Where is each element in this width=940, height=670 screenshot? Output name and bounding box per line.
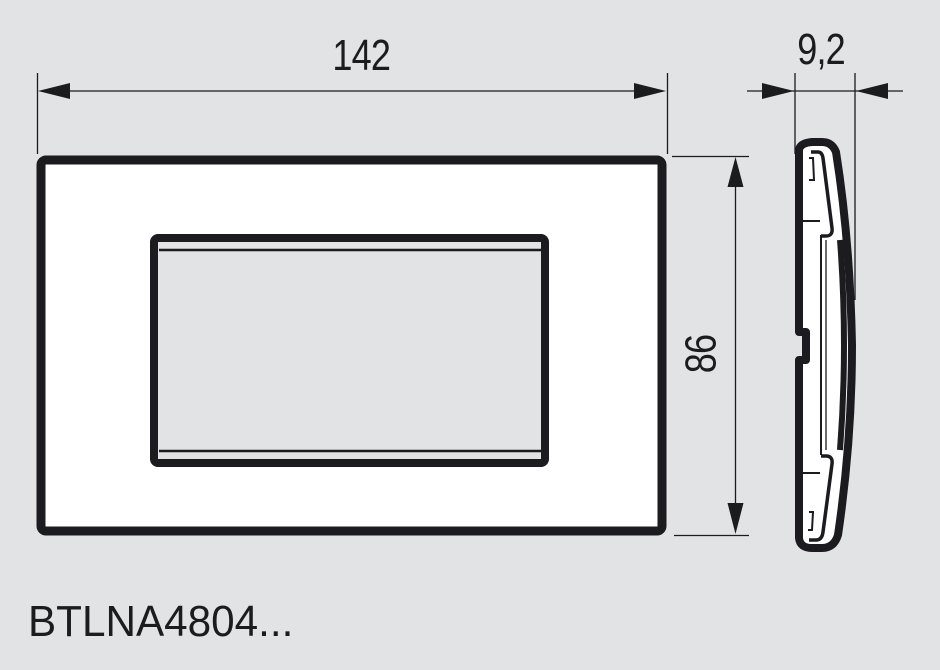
- arrow-down-icon: [727, 503, 744, 534]
- bottom-clip: [809, 454, 834, 542]
- height-dimension: [672, 155, 749, 537]
- arrow-left-icon: [38, 83, 70, 99]
- depth-dimension: [747, 73, 903, 300]
- width-dimension-label: 142: [332, 31, 391, 80]
- width-dimension: [36, 73, 669, 154]
- top-clip-inner: [809, 157, 816, 181]
- arrow-up-icon: [727, 157, 744, 187]
- side-view: [795, 138, 856, 552]
- front-view: [36, 155, 667, 536]
- arrow-left-icon: [856, 83, 888, 99]
- arrow-right-icon: [762, 83, 794, 99]
- plate-inner-opening: [150, 234, 549, 467]
- product-code: BTLNA4804...: [28, 597, 294, 646]
- bottom-clip-inner: [808, 511, 815, 531]
- top-clip: [811, 150, 834, 238]
- arrow-right-icon: [634, 83, 666, 99]
- side-face-curve: [837, 239, 847, 451]
- depth-dimension-label: 9,2: [797, 25, 846, 74]
- height-dimension-label: 86: [676, 334, 726, 374]
